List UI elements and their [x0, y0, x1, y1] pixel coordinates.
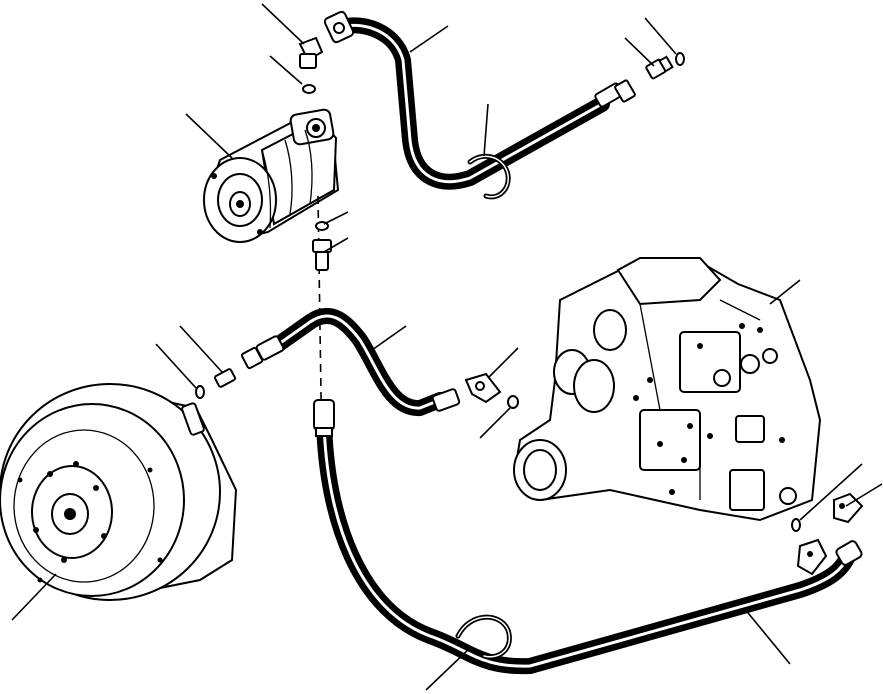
upper-hose [323, 10, 636, 190]
leader-line [371, 325, 407, 351]
o-ring [195, 385, 205, 399]
middle-hose [255, 308, 461, 416]
leader-line [644, 17, 677, 55]
leader-line [179, 325, 223, 373]
leader-line [425, 647, 471, 691]
hose-clamp-upper [467, 153, 511, 200]
leader-line [269, 55, 303, 85]
transmission-elbow-fitting [464, 372, 502, 404]
torque-converter [0, 383, 238, 601]
leader-line [409, 25, 449, 53]
leader-line [155, 343, 197, 389]
lower-hose [313, 399, 863, 675]
pump-elbow-fitting [298, 36, 324, 69]
leader-line [483, 103, 489, 157]
leader-line [624, 37, 655, 67]
hose-end-fitting [313, 399, 335, 431]
leader-line [185, 113, 233, 159]
leader-line [487, 347, 519, 379]
adapter-fitting [645, 55, 674, 80]
leader-line [769, 279, 801, 305]
o-ring [791, 518, 801, 532]
leader-line [479, 407, 511, 439]
adapter-fitting [213, 368, 237, 388]
hose-clamp-lower [455, 614, 512, 660]
hose-end-fitting [835, 540, 863, 566]
leader-line [845, 483, 883, 507]
transmission-control-valve-housing [513, 257, 822, 522]
pump-outlet-fitting [312, 239, 332, 271]
o-ring [302, 84, 316, 94]
leader-lines [11, 3, 883, 691]
leader-line [743, 607, 791, 665]
leader-line [323, 237, 349, 253]
o-ring [507, 395, 519, 409]
leader-line [261, 3, 305, 45]
leader-line [11, 573, 57, 621]
o-ring [675, 52, 685, 66]
leader-line [323, 211, 349, 225]
adapter-fitting [240, 346, 264, 370]
leader-line [799, 463, 863, 521]
